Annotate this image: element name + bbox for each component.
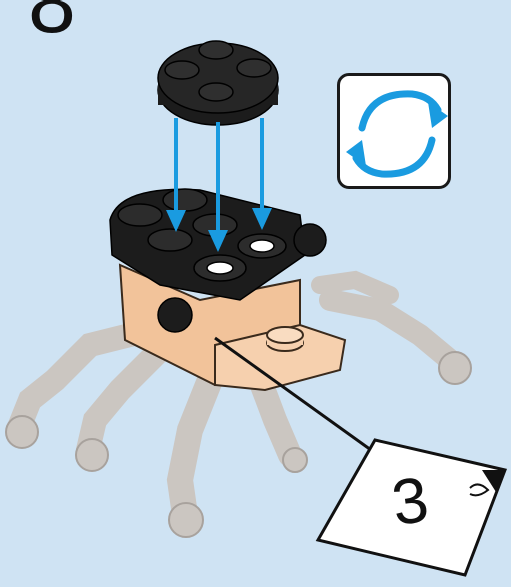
rotate-model-icon [340,76,454,192]
black-upper-plate [158,41,278,125]
rotate-model-box [337,73,451,189]
callout-quantity: 3 [375,460,445,542]
